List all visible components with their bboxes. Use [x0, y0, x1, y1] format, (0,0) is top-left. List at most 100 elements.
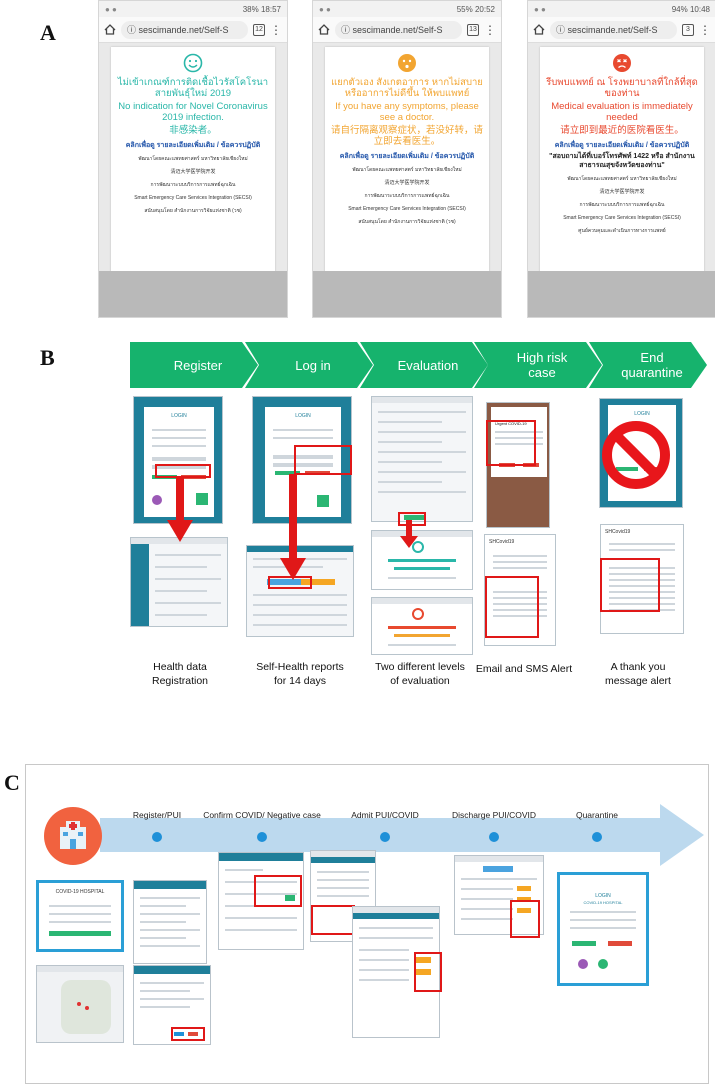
c-login-subtitle: COVID-19 HOSPITAL	[583, 900, 623, 905]
red-highlight-box	[510, 900, 540, 938]
english-result-text: No indication for Novel Coronavirus 2019…	[118, 101, 268, 123]
hospital-icon	[44, 807, 102, 865]
phone-screenshot: ● ● 38% 18:57 ⓘ sescimande.net/Self-S 12 ⋮ ไม…	[98, 0, 288, 318]
menu-icon[interactable]: ⋮	[484, 22, 496, 37]
notification-icons: ● ●	[105, 4, 117, 14]
prohibited-icon	[601, 420, 671, 490]
timeline-dot	[380, 832, 390, 842]
sad-face-icon	[612, 53, 632, 73]
thai-result-text: ไม่เข้าเกณฑ์การติดเชื้อไวรัสโคโรนาสายพัน…	[117, 77, 269, 99]
tab-count-button[interactable]: 13	[467, 23, 479, 36]
step-chevron: Log in	[245, 342, 373, 388]
notification-icons: ● ●	[534, 4, 546, 14]
home-icon[interactable]	[533, 24, 545, 35]
sms-alert-screenshot: SHCovid19	[484, 534, 556, 646]
login-screenshot: LOGIN	[252, 396, 352, 524]
address-bar[interactable]: ⓘ sescimande.net/Self-S	[335, 20, 462, 39]
developer-text: พัฒนาโดยคณะแพทยศาสตร์ มหาวิทยาลัยเชียงให…	[567, 176, 677, 182]
address-bar[interactable]: ⓘ sescimande.net/Self-S	[121, 20, 248, 39]
phone-screenshot: ● ●94% 10:48 ⓘ sescimande.net/Self-S 3 ⋮ รีบ…	[527, 0, 715, 318]
red-highlight-box	[600, 558, 660, 612]
timeline-stage-label: Admit PUI/COVID	[351, 810, 419, 820]
english-result-text: Medical evaluation is immediately needed	[551, 101, 693, 123]
login-title-2: LOGIN	[295, 413, 311, 419]
hospital-map-screenshot	[36, 965, 124, 1043]
login-title: LOGIN	[171, 413, 187, 419]
timeline-stage-label: Quarantine	[575, 810, 619, 820]
step-label: Evaluation	[397, 357, 459, 373]
confirm-covid-screenshot	[218, 852, 304, 950]
c-login-title: LOGIN	[595, 893, 611, 899]
sms-sender-2: SHCovid19	[605, 529, 631, 535]
result-card: รีบพบแพทย์ ณ โรงพยาบาลที่ใกล้ที่สุดของท่…	[540, 47, 704, 273]
registration-form-screenshot	[130, 537, 228, 627]
result-card: ไม่เข้าเกณฑ์การติดเชื้อไวรัสโคโรนาสายพัน…	[111, 47, 275, 273]
quarantine-login-screenshot: LOGIN COVID-19 HOSPITAL	[557, 872, 649, 986]
chinese-result-text: 请立即到最近的医院看医生。	[560, 125, 684, 136]
status-bar: ● ●94% 10:48	[528, 1, 715, 17]
timeline-dot	[152, 832, 162, 842]
step-chevron: Evaluation	[360, 342, 488, 388]
tab-count-button[interactable]: 12	[253, 23, 265, 36]
red-highlight-box	[311, 905, 355, 935]
step-label: End quarantine	[621, 350, 683, 380]
red-highlight-box	[485, 576, 539, 638]
timeline-dot	[592, 832, 602, 842]
hotline-text: "สอบถามได้ที่เบอร์โทรศัพท์ 1422 หรือ สำน…	[549, 153, 695, 169]
secsi-text: Smart Emergency Care Services Integratio…	[134, 195, 252, 201]
red-highlight-box	[171, 1027, 205, 1041]
status-bar: ● ● 38% 18:57	[99, 1, 287, 17]
secsi-text: Smart Emergency Care Services Integratio…	[563, 215, 681, 221]
developer-text-chinese: 清迈大学医学院开发	[384, 180, 430, 186]
timeline-arrow	[100, 804, 704, 866]
red-down-arrow	[167, 476, 193, 542]
thank-you-sms-screenshot: SHCovid19	[600, 524, 684, 634]
timeline-stage-label: Confirm COVID/ Negative case	[203, 810, 321, 820]
details-link[interactable]: คลิกเพื่อดู รายละเอียดเพิ่มเติม / ข้อควร…	[554, 142, 690, 149]
red-highlight-box	[268, 576, 312, 589]
home-icon[interactable]	[318, 24, 330, 35]
status-bar: ● ●55% 20:52	[313, 1, 501, 17]
chinese-result-text: 请自行隔离观察症状，若没好转，请立即去看医生。	[331, 125, 484, 147]
english-result-text: If you have any symptoms, please see a d…	[335, 101, 479, 123]
timeline-dot	[257, 832, 267, 842]
footer-text: ศูนย์ควบคุมและดำเนินการทางการแพทย์	[578, 228, 666, 234]
footer-text: สนับสนุนโดย สำนักงานการวิจัยแห่งชาติ (วช…	[358, 219, 456, 225]
address-bar[interactable]: ⓘ sescimande.net/Self-S	[550, 20, 677, 39]
phone-bottom-area	[313, 271, 501, 317]
red-highlight-box	[294, 445, 352, 475]
panel-label-a: A	[40, 20, 56, 45]
step-chevron: Register	[130, 342, 258, 388]
result-card: แยกตัวเอง สังเกตอาการ หากไม่สบายหรืออากา…	[325, 47, 489, 273]
timeline-stage-label: Register/PUI	[132, 810, 182, 820]
discharge-list-screenshot	[454, 855, 544, 935]
home-icon[interactable]	[104, 24, 116, 35]
tab-count-button[interactable]: 3	[682, 23, 694, 36]
browser-toolbar: ⓘ sescimande.net/Self-S 3 ⋮	[528, 17, 715, 43]
notification-icons: ● ●	[319, 4, 331, 14]
register-pui-screenshot	[133, 880, 207, 964]
red-down-arrow	[280, 474, 306, 580]
thai-result-text: รีบพบแพทย์ ณ โรงพยาบาลที่ใกล้ที่สุดของท่…	[546, 77, 698, 99]
red-down-arrow	[400, 520, 418, 548]
panel-label-b: B	[40, 345, 55, 370]
status-info: 38% 18:57	[242, 4, 281, 14]
c-app-title: COVID-19 HOSPITAL	[55, 889, 105, 895]
step-caption: Two different levels of evaluation	[375, 661, 465, 687]
smile-icon	[183, 53, 203, 73]
admit-detail-screenshot	[352, 906, 440, 1038]
step-chevron: High risk case	[474, 342, 602, 388]
details-link[interactable]: คลิกเพื่อดู รายละเอียดเพิ่มเติม / ข้อควร…	[339, 153, 475, 160]
chinese-result-text: 非感染者。	[169, 125, 217, 136]
developer-text-chinese: 清迈大学医学院开发	[170, 169, 216, 175]
red-highlight-box	[486, 420, 536, 466]
menu-icon[interactable]: ⋮	[270, 22, 282, 37]
step-caption: Email and SMS Alert	[475, 663, 573, 675]
menu-icon[interactable]: ⋮	[699, 22, 711, 37]
sms-sender: SHCovid19	[489, 539, 515, 545]
timeline-dot	[489, 832, 499, 842]
step-label: High risk case	[516, 350, 568, 380]
step-chevron: End quarantine	[589, 342, 707, 388]
details-link[interactable]: คลิกเพื่อดู รายละเอียดเพิ่มเติม / ข้อควร…	[125, 142, 261, 149]
email-subject: Urgent COVID-19	[495, 421, 527, 426]
